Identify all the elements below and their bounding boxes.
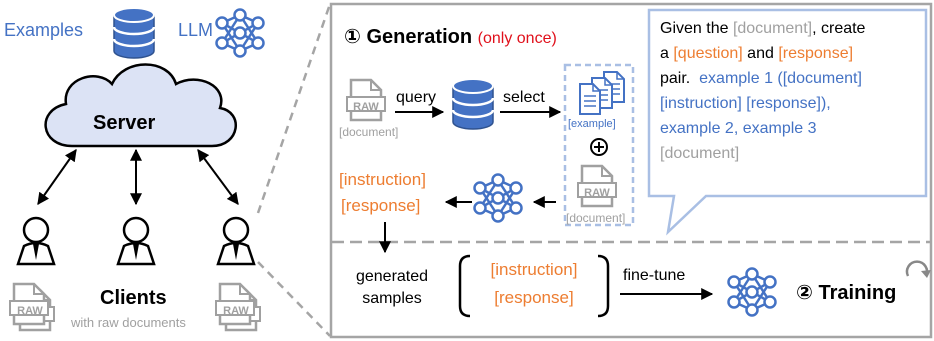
generation-heading: ① Generation (only once) [344,24,557,49]
zoom-line-bottom [257,261,331,337]
prompt-line: pair. example 1 ([document] [660,70,862,87]
llm-label: LLM [178,20,214,40]
sample-response-tag: [response] [494,288,574,307]
arrow-server-client-1 [37,149,77,205]
prompt-text: Given the [document], create a [question… [660,16,922,166]
document-tag: [document] [339,125,399,139]
step-number: ② [796,282,813,304]
database-icon [112,6,156,60]
raw-label: RAW [17,305,43,317]
clients-sublabel: with raw documents [71,315,186,330]
training-title: Training [818,282,897,304]
plus-icon [590,138,608,156]
client-person-icon [16,216,56,266]
clients-label: Clients [100,287,167,309]
prompt-line: a [question] and [response] [660,45,854,62]
sample-instruction-tag: [instruction] [490,260,578,279]
sample-bracket-right [597,254,610,318]
training-heading: ② Training [796,280,896,305]
database-icon [451,77,495,131]
generation-title: Generation [366,26,473,48]
generated-samples-label: generated samples [355,268,429,307]
step-number: ① [344,26,361,48]
example-tag: [example] [568,118,616,130]
examples-label: Examples [4,20,84,40]
response-tag: [response] [341,196,421,215]
prompt-bubble [647,8,928,236]
raw-label: RAW [584,187,610,199]
document-tag: [document] [566,211,626,225]
llm-network-icon [215,8,265,58]
refresh-arrowhead-icon [921,270,931,278]
prompt-line: [instruction] [response]), [660,95,831,112]
server-label: Server [93,112,156,134]
raw-label: RAW [353,101,379,113]
raw-label: RAW [223,305,249,317]
instruction-tag: [instruction] [339,170,426,189]
client-person-icon [116,216,156,266]
zoom-line-top [256,3,332,214]
prompt-line: [document] [660,145,740,162]
prompt-line: example 2, example 3 [660,120,817,137]
generation-note: (only once) [477,30,557,47]
arrow-server-client-3 [197,149,239,205]
query-label: query [396,89,437,106]
sample-bracket-left [458,254,471,318]
client-person-icon [216,216,256,266]
finetune-label: fine-tune [623,267,686,284]
example-set-box [563,63,635,227]
server-cloud [44,63,237,148]
prompt-line: Given the [document], create [660,20,866,37]
select-label: select [503,89,545,106]
